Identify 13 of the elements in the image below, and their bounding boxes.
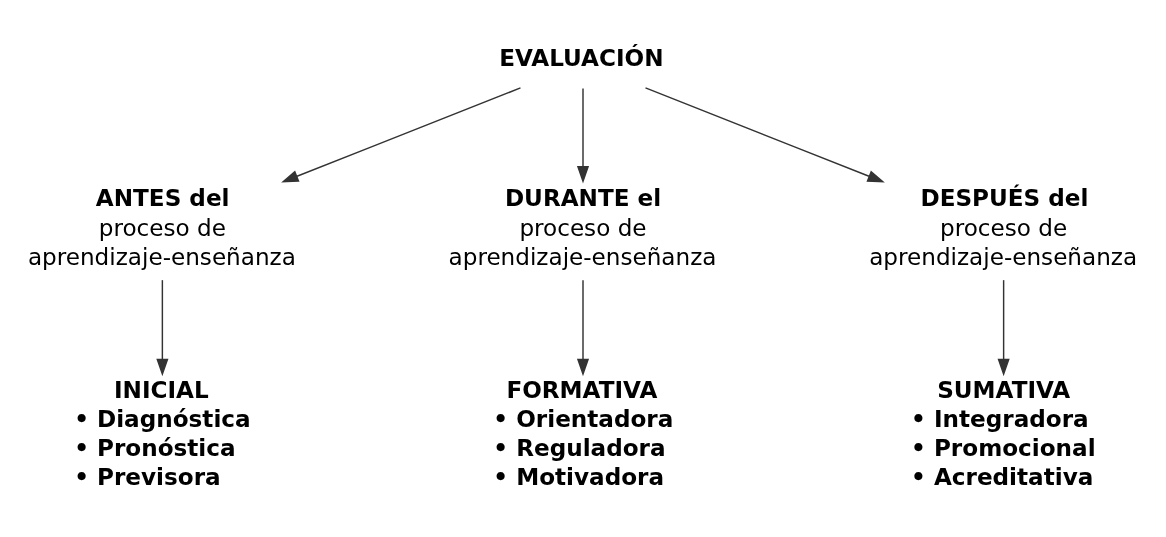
arrow — [281, 87, 522, 183]
arrow — [997, 279, 1010, 377]
node-text: INICIAL • Diagnóstica • Pronóstica • Previsora — [74, 377, 251, 491]
arrow — [576, 87, 590, 184]
node-text: FORMATIVA • Orientadora • Reguladora • Motivadora — [493, 377, 674, 491]
arrow — [156, 279, 169, 377]
arrow — [576, 279, 590, 377]
node-text: DESPUÉS del proceso de aprendizaje-enseñanza — [869, 185, 1138, 271]
arrow — [644, 87, 885, 183]
node-text: DURANTE el proceso de aprendizaje-enseñanza — [448, 185, 717, 271]
node-text: SUMATIVA • Integradora • Promocional • Acreditativa — [911, 377, 1096, 491]
node-text: EVALUACIÓN — [499, 44, 664, 71]
node-text: ANTES del proceso de aprendizaje-enseñanza — [27, 185, 296, 271]
